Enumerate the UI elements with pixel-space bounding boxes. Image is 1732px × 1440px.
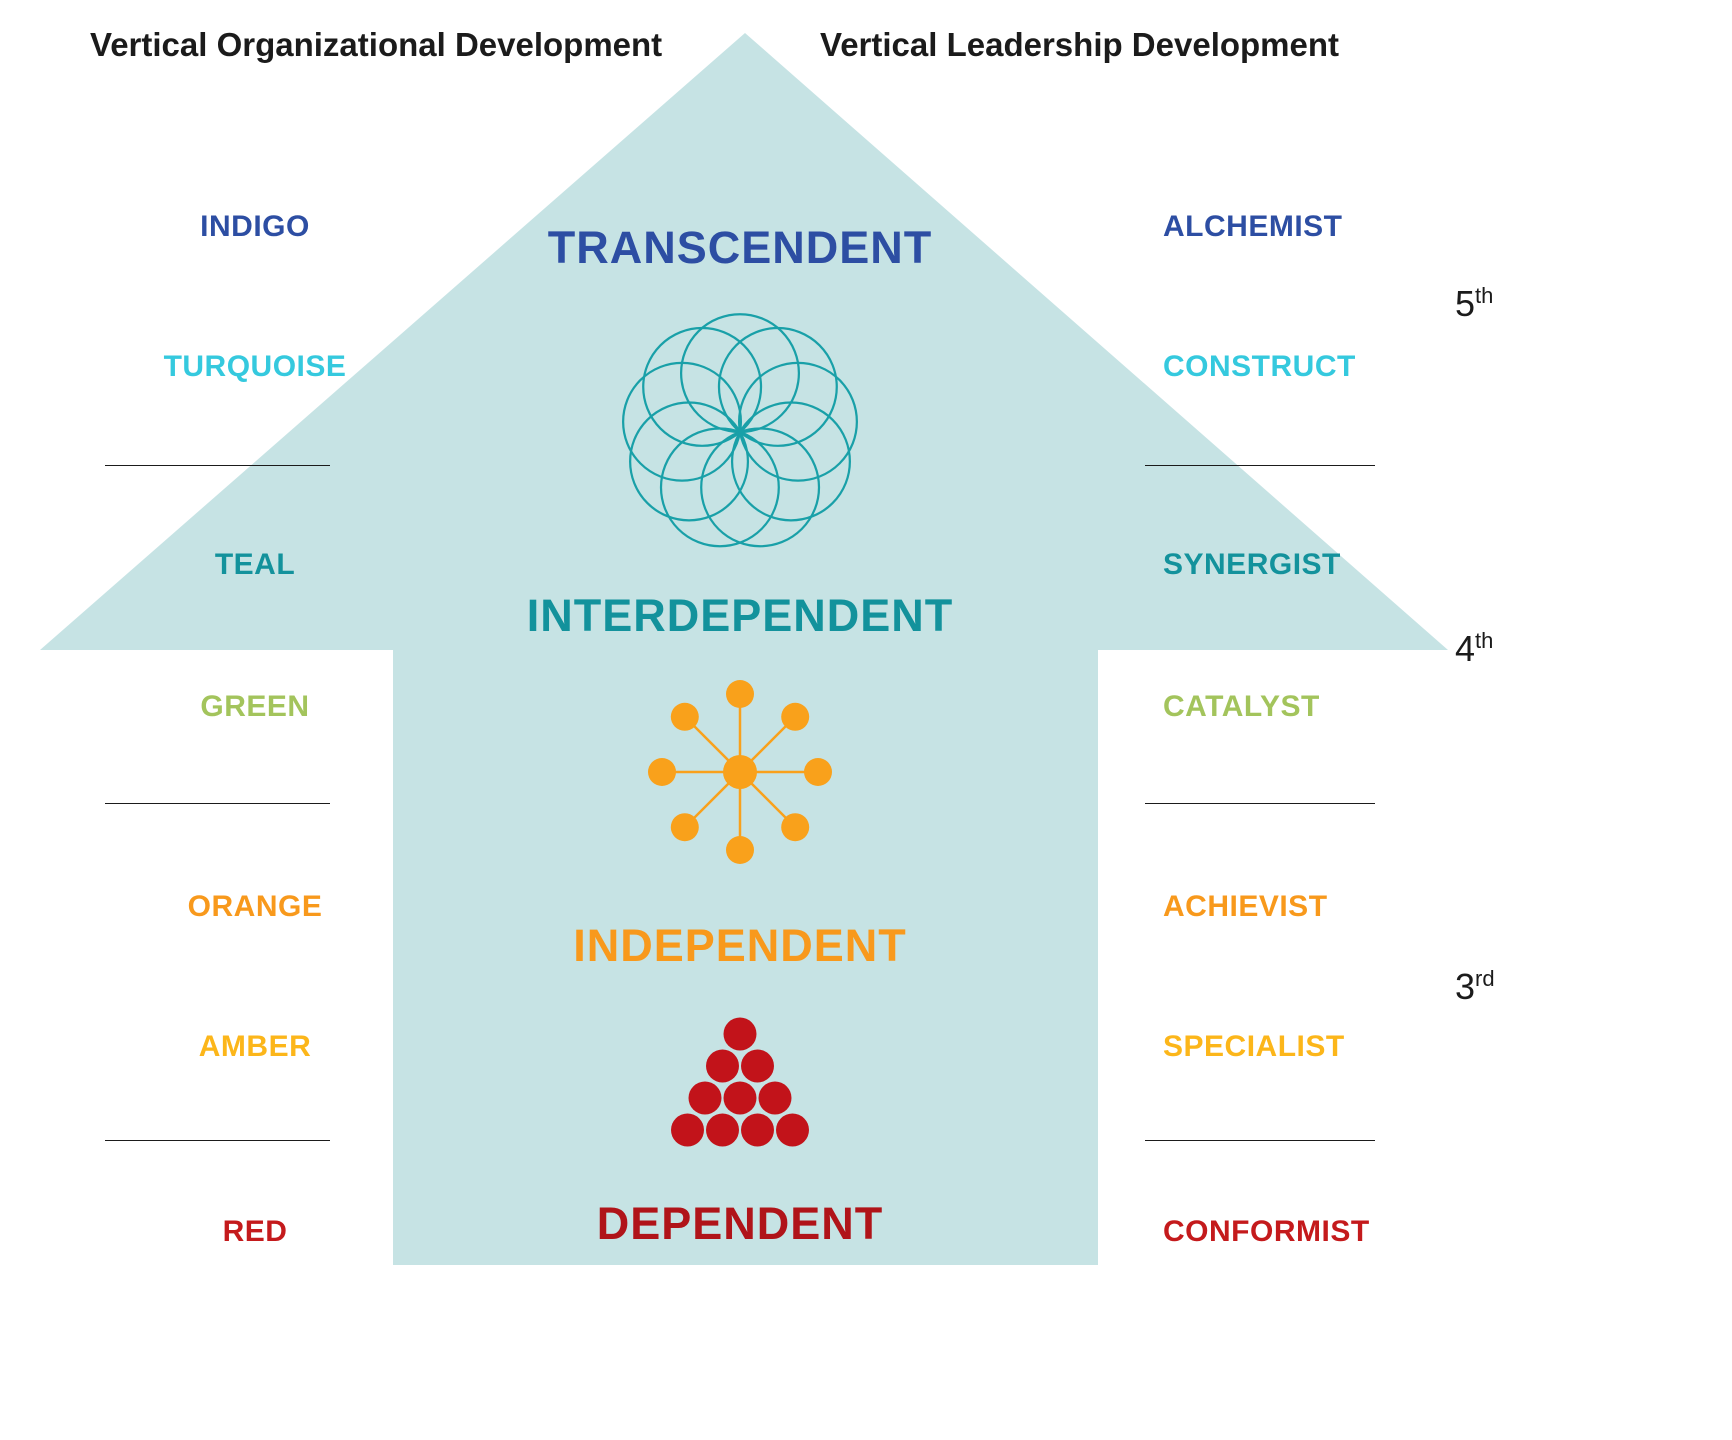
stage-independent: INDEPENDENT [573,920,907,971]
org-level-orange: ORANGE [187,890,323,923]
org-level-turquoise: TURQUOISE [163,350,347,383]
arrow-polygon [40,33,1448,1265]
leader-level-conformist: CONFORMIST [1163,1215,1370,1248]
divider-line [1145,465,1375,466]
left-title: Vertical Organizational Development [90,26,663,63]
ordinal-5th: 5th [1455,283,1493,325]
org-level-indigo: INDIGO [200,210,310,243]
ordinal-number: 5 [1455,283,1476,324]
leader-level-synergist: SYNERGIST [1163,548,1341,581]
org-level-green: GREEN [200,690,310,723]
hub-spoke-icon [640,672,840,872]
divider-line [105,1140,330,1141]
ordinal-suffix: th [1475,283,1494,308]
leader-level-specialist: SPECIALIST [1163,1030,1345,1063]
divider-line [1145,803,1375,804]
leader-level-construct: CONSTRUCT [1163,350,1356,383]
stage-transcendent: TRANSCENDENT [547,222,933,273]
stage-dependent: DEPENDENT [596,1198,884,1249]
divider-line [105,465,330,466]
leader-level-catalyst: CATALYST [1163,690,1320,723]
leader-level-alchemist: ALCHEMIST [1163,210,1343,243]
stage-interdependent: INTERDEPENDENT [526,590,954,641]
ordinal-number: 4 [1455,628,1476,669]
ordinal-suffix: rd [1475,966,1495,991]
right-title: Vertical Leadership Development [820,26,1340,63]
leader-level-achievist: ACHIEVIST [1163,890,1328,923]
divider-line [105,803,330,804]
circle-pyramid-icon [650,1012,830,1152]
ordinal-3rd: 3rd [1455,966,1495,1008]
org-level-amber: AMBER [198,1030,312,1063]
org-level-red: RED [222,1215,288,1248]
org-level-teal: TEAL [214,548,296,581]
ordinal-number: 3 [1455,966,1476,1007]
torus-circles-icon [608,300,872,564]
divider-line [1145,1140,1375,1141]
ordinal-4th: 4th [1455,628,1493,670]
ordinal-suffix: th [1475,628,1494,653]
